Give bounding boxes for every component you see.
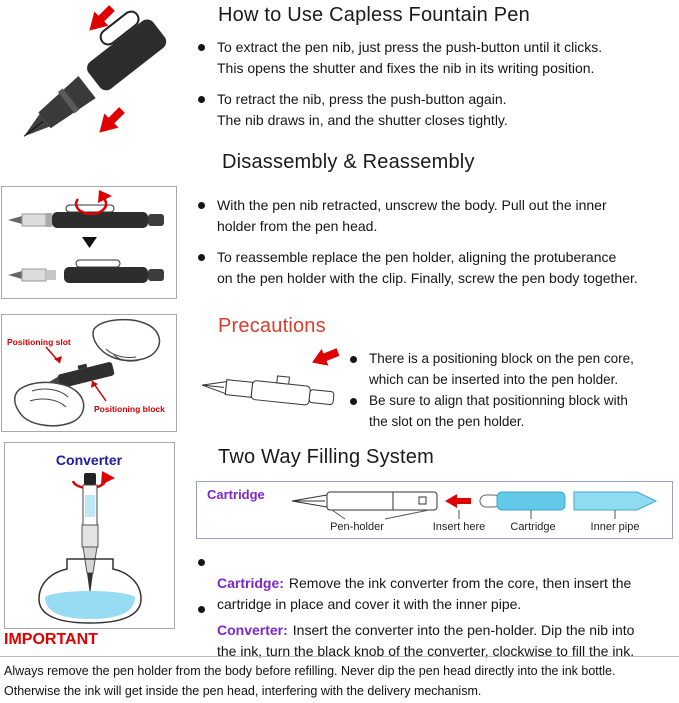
pen-barrel (87, 19, 167, 91)
bullet-dot (198, 202, 205, 209)
rotate-arrowhead-icon (98, 190, 112, 203)
core-arrow-icon (312, 348, 340, 366)
insert-arrow-icon (445, 494, 471, 508)
converter-illustration: Converter (38, 452, 142, 624)
converter-lead: Converter: (217, 622, 288, 638)
divider-line (0, 656, 679, 657)
cartridge-drawing (496, 491, 566, 511)
leader-lines (331, 509, 616, 520)
positioning-block-label: Positioning block (94, 404, 165, 414)
bullet-dot (198, 44, 205, 51)
converter-body-text: Insert the converter into the pen-holder… (217, 622, 635, 659)
pen-clip (99, 10, 140, 46)
lower-hand (14, 381, 85, 427)
positioning-slot-label: Positioning slot (7, 337, 71, 347)
bullet-extract-nib: To extract the pen nib, just press the p… (198, 37, 676, 79)
slot-arrowhead-icon (54, 356, 62, 363)
cartridge-diagram-label: Cartridge (207, 487, 265, 502)
bullet-dot (198, 254, 205, 261)
converter-knob (84, 473, 96, 485)
bullet-retract-nib: To retract the nib, press the push-butto… (198, 89, 676, 131)
part-label-pen-holder: Pen-holder (330, 521, 384, 533)
converter-illustration-box: Converter (4, 442, 175, 629)
filling-diagram-box: Cartridge Pen-holder Insert here Car (196, 481, 673, 539)
pen-exploded (23, 10, 167, 137)
down-triangle-icon (82, 237, 97, 248)
cartridge-lead: Cartridge: (217, 575, 284, 591)
bullet-cartridge: Cartridge:Remove the ink converter from … (198, 552, 676, 615)
section-title-precautions: Precautions (218, 315, 326, 337)
converter-pen (81, 473, 99, 595)
pen-core-illustration (201, 348, 340, 406)
bullet-text: Cartridge:Remove the ink converter from … (217, 552, 631, 615)
bullet-text: To reassemble replace the pen holder, al… (217, 249, 638, 286)
section-title-how-to-use: How to Use Capless Fountain Pen (218, 4, 530, 26)
bullet-text: With the pen nib retracted, unscrew the … (217, 197, 607, 234)
bullet-align-block: Be sure to align that positionning block… (350, 391, 672, 433)
block-arrowhead-icon (91, 381, 98, 388)
pen-core-sketch (201, 375, 335, 406)
cartridge-body-text: Remove the ink converter from the core, … (217, 575, 632, 612)
bullet-converter: Converter:Insert the converter into the … (198, 599, 676, 662)
bullet-text: There is a positioning block on the pen … (369, 351, 634, 387)
bullet-dot (350, 356, 357, 363)
part-label-insert-here: Insert here (433, 521, 486, 533)
upper-hand (92, 318, 161, 362)
important-title: IMPORTANT (4, 631, 98, 648)
bullet-reassemble: To reassemble replace the pen holder, al… (198, 247, 676, 289)
bullet-dot (350, 398, 357, 405)
inner-pipe-drawing (573, 491, 658, 511)
bullet-unscrew-body: With the pen nib retracted, unscrew the … (198, 195, 676, 237)
dipped-nib (87, 573, 93, 595)
ink (45, 591, 135, 619)
converter-label: Converter (56, 452, 123, 468)
bullet-positioning-block: There is a positioning block on the pen … (350, 349, 672, 391)
pen-assembled (8, 190, 164, 228)
press-arrow-icon (89, 5, 115, 31)
pen-holder-drawing (291, 491, 438, 511)
push-button-illustration (23, 5, 167, 137)
bullet-text: To retract the nib, press the push-butto… (217, 91, 508, 128)
bullet-text: Be sure to align that positionning block… (369, 393, 628, 429)
rotate-arrow-icon (74, 195, 108, 216)
bullet-dot (198, 559, 205, 566)
part-label-cartridge: Cartridge (510, 521, 555, 533)
section-title-filling: Two Way Filling System (218, 446, 434, 468)
hands-illustration-box: Positioning slot Positioning block (1, 314, 177, 432)
twist-arrowhead-icon (101, 471, 115, 485)
red-arrows (89, 5, 125, 133)
unscrew-illustration (8, 190, 164, 283)
part-label-inner-pipe: Inner pipe (591, 521, 640, 533)
bullet-dot (198, 96, 205, 103)
hands-illustration: Positioning slot Positioning block (7, 318, 165, 427)
bullet-dot (198, 606, 205, 613)
important-text: Always remove the pen holder from the bo… (4, 664, 616, 698)
filling-diagram: Cartridge Pen-holder Insert here Car (207, 487, 658, 533)
pen-unscrewed (8, 259, 164, 283)
unscrew-illustration-box (1, 186, 177, 299)
bullet-text: Converter:Insert the converter into the … (217, 599, 634, 662)
slot-hole (418, 496, 427, 505)
ink-bottle (38, 558, 142, 624)
section-title-disassembly: Disassembly & Reassembly (222, 151, 475, 173)
positioning-block-shape (276, 375, 291, 385)
extend-arrow-icon (99, 107, 125, 133)
bullet-text: To extract the pen nib, just press the p… (217, 39, 603, 76)
